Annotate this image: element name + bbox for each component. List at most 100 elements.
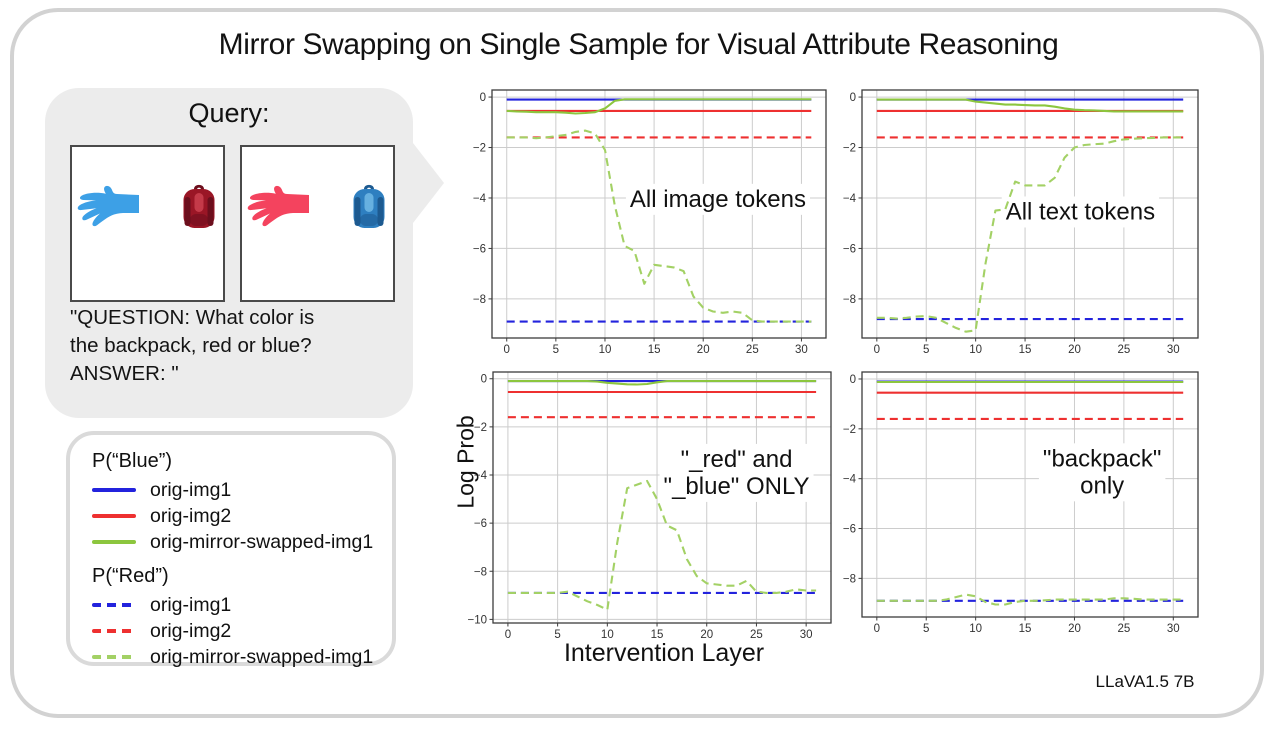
legend-label: orig-mirror-swapped-img1 <box>150 645 374 668</box>
legend-row: orig-mirror-swapped-img1 <box>92 644 374 670</box>
svg-text:−6: −6 <box>843 243 856 255</box>
svg-text:10: 10 <box>601 629 614 641</box>
legend-label: orig-img1 <box>150 478 232 501</box>
svg-text:10: 10 <box>599 344 612 356</box>
svg-text:30: 30 <box>795 344 808 356</box>
query-image-1 <box>70 145 225 302</box>
svg-text:All image tokens: All image tokens <box>630 186 806 213</box>
svg-text:5: 5 <box>553 344 559 356</box>
backpack-icon <box>183 184 215 228</box>
svg-text:15: 15 <box>651 629 664 641</box>
svg-text:25: 25 <box>1117 344 1130 356</box>
svg-text:0: 0 <box>504 344 510 356</box>
line-sample-red-dashed-icon <box>92 629 136 633</box>
svg-text:only: only <box>1080 472 1124 499</box>
line-sample-blue-dashed-icon <box>92 603 136 607</box>
svg-text:0: 0 <box>850 374 856 386</box>
line-sample-red-solid-icon <box>92 514 136 518</box>
svg-text:−2: −2 <box>474 422 487 434</box>
svg-text:−4: −4 <box>474 470 488 482</box>
figure-border <box>10 8 1264 718</box>
svg-text:20: 20 <box>697 344 710 356</box>
svg-text:"backpack": "backpack" <box>1043 445 1161 472</box>
legend-header-pblue: P(“Blue”) <box>92 450 173 472</box>
legend-label: orig-img1 <box>150 593 232 616</box>
legend-row: orig-img1 <box>92 477 372 503</box>
question-text: "QUESTION: What color is the backpack, r… <box>70 304 405 388</box>
backpack-side-right <box>207 197 214 226</box>
backpack-pocket <box>360 214 378 226</box>
question-line: ANSWER: " <box>70 362 179 386</box>
legend-row: orig-img1 <box>92 592 372 618</box>
line-sample-green-dashed-icon <box>92 655 136 659</box>
backpack-highlight <box>364 193 374 212</box>
svg-text:5: 5 <box>923 623 929 635</box>
svg-text:−10: −10 <box>467 614 487 626</box>
svg-text:−8: −8 <box>843 294 856 306</box>
svg-text:10: 10 <box>969 344 982 356</box>
svg-text:−2: −2 <box>473 143 486 155</box>
legend-box: P(“Blue”) orig-img1 orig-img2 orig-mirro… <box>66 431 396 668</box>
legend-label: orig-img2 <box>150 619 232 642</box>
svg-text:−6: −6 <box>473 243 486 255</box>
svg-text:20: 20 <box>1068 344 1081 356</box>
svg-text:−6: −6 <box>843 524 856 536</box>
legend-row: orig-img2 <box>92 503 372 529</box>
svg-text:−6: −6 <box>474 518 487 530</box>
svg-text:−2: −2 <box>843 424 856 436</box>
svg-text:−8: −8 <box>843 573 856 585</box>
query-image-2 <box>240 145 395 302</box>
svg-text:25: 25 <box>746 344 759 356</box>
svg-text:0: 0 <box>850 92 856 104</box>
svg-text:20: 20 <box>1068 623 1081 635</box>
hand-shape <box>247 185 309 227</box>
svg-text:20: 20 <box>700 629 713 641</box>
figure-title: Mirror Swapping on Single Sample for Vis… <box>218 28 1059 61</box>
svg-text:0: 0 <box>480 92 486 104</box>
svg-text:−4: −4 <box>843 193 857 205</box>
backpack-pocket <box>190 214 208 226</box>
svg-text:−4: −4 <box>843 474 857 486</box>
legend-row: orig-mirror-swapped-img1 <box>92 529 373 555</box>
svg-text:5: 5 <box>923 344 929 356</box>
svg-text:All text tokens: All text tokens <box>1006 198 1155 225</box>
backpack-highlight <box>194 193 204 212</box>
svg-text:"_blue" ONLY: "_blue" ONLY <box>664 473 810 500</box>
question-line: "QUESTION: What color is <box>70 306 315 329</box>
x-axis-label: Intervention Layer <box>563 639 765 667</box>
query-heading: Query: <box>188 98 270 128</box>
svg-text:10: 10 <box>969 623 982 635</box>
svg-text:30: 30 <box>1167 623 1180 635</box>
svg-text:0: 0 <box>874 344 880 356</box>
svg-text:25: 25 <box>750 629 763 641</box>
query-bubble: Query: <box>45 88 444 418</box>
svg-text:15: 15 <box>1019 623 1032 635</box>
legend-label: orig-img2 <box>150 504 232 527</box>
svg-text:0: 0 <box>505 629 511 641</box>
legend-row: orig-img2 <box>92 618 372 644</box>
svg-text:−8: −8 <box>474 566 487 578</box>
hand-icon <box>247 185 309 227</box>
legend-header-pred: P(“Red”) <box>92 565 169 587</box>
hand-shape <box>77 185 139 227</box>
svg-text:−4: −4 <box>473 193 487 205</box>
svg-text:−8: −8 <box>473 294 486 306</box>
y-axis-label: Log Prob <box>452 415 479 509</box>
backpack-side-left <box>184 197 191 226</box>
svg-text:30: 30 <box>800 629 813 641</box>
svg-text:5: 5 <box>554 629 560 641</box>
backpack-icon <box>353 184 385 228</box>
svg-text:"_red" and: "_red" and <box>681 446 793 473</box>
svg-text:15: 15 <box>1019 344 1032 356</box>
svg-text:0: 0 <box>481 374 487 386</box>
svg-text:30: 30 <box>1167 344 1180 356</box>
svg-text:25: 25 <box>1117 623 1130 635</box>
speech-bubble-tail-icon <box>413 143 444 223</box>
